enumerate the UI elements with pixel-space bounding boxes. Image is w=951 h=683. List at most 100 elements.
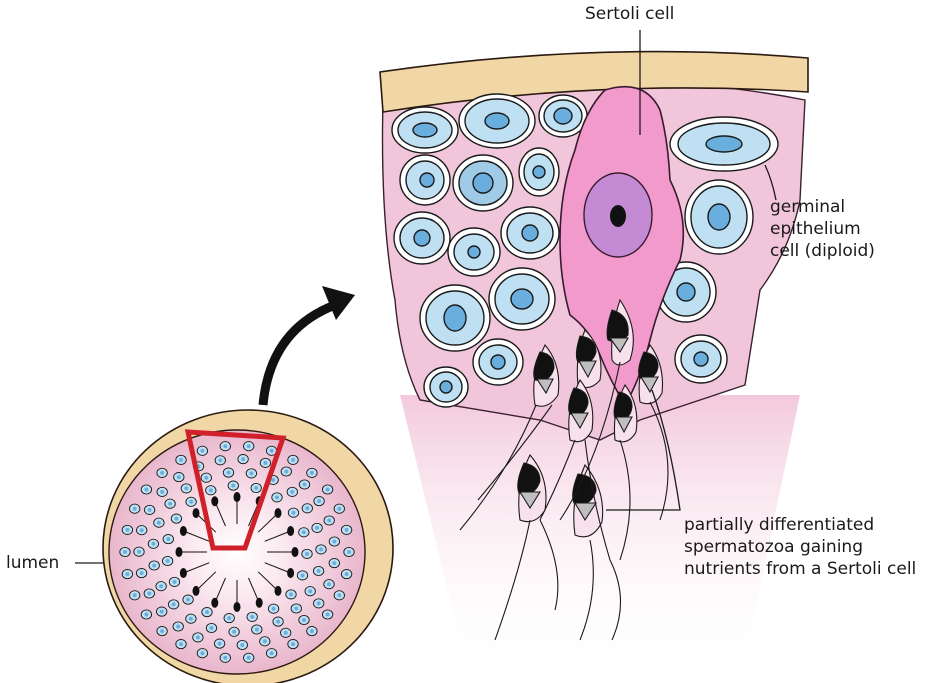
tubule-germ-nucleus	[174, 517, 178, 521]
tubule-germ-nucleus	[302, 530, 306, 534]
tubule-germ-nucleus	[270, 651, 274, 655]
germinal-label-line: cell (diploid)	[770, 240, 875, 262]
tubule-germ-nucleus	[227, 616, 231, 620]
tubule-germ-nucleus	[337, 593, 341, 597]
tubule-germ-nucleus	[209, 488, 213, 492]
tubule-germ-nucleus	[218, 642, 222, 646]
tubule-germ-nucleus	[137, 550, 141, 554]
tubule-germ-nucleus	[160, 471, 164, 475]
tubule-germ-nucleus	[291, 458, 295, 462]
tubule-germ-nucleus	[223, 656, 227, 660]
tubule-germ-nucleus	[272, 607, 276, 611]
germ-cell	[670, 117, 778, 171]
tubule-germ-nucleus	[310, 629, 314, 633]
tubule-germ-nucleus	[347, 550, 351, 554]
tubule-germ-nucleus	[173, 580, 177, 584]
germ-cell	[420, 285, 490, 351]
tubule-germ-nucleus	[326, 488, 330, 492]
spermatozoa-label-line: partially differentiated	[684, 514, 916, 536]
arrowhead-icon	[322, 286, 355, 320]
tubule-germ-nucleus	[294, 607, 298, 611]
tubule-germ-nucleus	[275, 495, 279, 499]
tubule-germ-nucleus	[319, 547, 323, 551]
germinal-label-line: epithelium	[770, 218, 875, 240]
germ-cell	[453, 155, 513, 211]
tubule-germ-nucleus	[200, 449, 204, 453]
tubule-germ-nucleus	[289, 592, 293, 596]
tubule-germ-nucleus	[263, 639, 267, 643]
tubule-germ-nucleus	[140, 528, 144, 532]
tubule-germ-nucleus	[232, 630, 236, 634]
germinal-label-line: germinal	[770, 196, 875, 218]
germ-cell	[459, 94, 535, 148]
tubule-cross-section	[103, 410, 393, 683]
tubule-germ-nucleus	[305, 552, 309, 556]
tubule-germ-nucleus	[123, 550, 127, 554]
tubule-germ-nucleus	[186, 598, 190, 602]
tubule-germ-nucleus	[302, 618, 306, 622]
germ-cell	[519, 148, 559, 196]
tubule-germ-nucleus	[284, 631, 288, 635]
tubule-germ-nucleus	[308, 589, 312, 593]
tubule-germ-nucleus	[327, 519, 331, 523]
tubule-germ-nucleus	[271, 478, 275, 482]
tubule-germ-nucleus	[200, 651, 204, 655]
germ-cell	[424, 367, 468, 407]
germ-cell	[539, 95, 587, 137]
sertoli-nucleolus	[610, 205, 626, 227]
tubule-germ-nucleus	[151, 542, 155, 546]
tubule-germ-nucleus	[249, 471, 253, 475]
tubule-germ-nucleus	[310, 471, 314, 475]
tubule-germ-nucleus	[157, 521, 161, 525]
tubule-germ-nucleus	[177, 475, 181, 479]
germ-cell	[501, 207, 559, 259]
tubule-germ-nucleus	[223, 444, 227, 448]
germ-cell	[394, 212, 450, 264]
tubule-germ-nucleus	[332, 540, 336, 544]
tubule-germ-nucleus	[140, 571, 144, 575]
sertoli-cell-label: Sertoli cell	[585, 3, 674, 25]
tubule-germ-nucleus	[327, 582, 331, 586]
tubule-germ-nucleus	[189, 617, 193, 621]
tubule-germ-nucleus	[317, 499, 321, 503]
tubule-germ-nucleus	[125, 572, 129, 576]
tubule-germ-nucleus	[284, 470, 288, 474]
tubule-germ-nucleus	[255, 628, 259, 632]
tubule-germ-nucleus	[168, 502, 172, 506]
tubule-germ-nucleus	[315, 526, 319, 530]
tubule-germ-nucleus	[160, 610, 164, 614]
tubule-germ-nucleus	[301, 573, 305, 577]
zoom-arrow	[263, 286, 355, 405]
germ-cell	[392, 107, 458, 153]
germ-cell	[685, 180, 753, 254]
tubule-germ-nucleus	[144, 488, 148, 492]
tubule-germ-nucleus	[247, 444, 251, 448]
germ-cell	[400, 155, 450, 205]
germ-cell	[489, 268, 555, 330]
tubule-germ-nucleus	[241, 457, 245, 461]
tubule-germ-nucleus	[176, 625, 180, 629]
tubule-germ-nucleus	[290, 490, 294, 494]
germ-cell	[473, 339, 523, 385]
tubule-germ-nucleus	[159, 584, 163, 588]
tubule-germ-nucleus	[184, 486, 188, 490]
tubule-germ-nucleus	[254, 486, 258, 490]
germinal-cell-label: germinal epithelium cell (diploid)	[770, 196, 875, 262]
tubule-germ-nucleus	[189, 500, 193, 504]
tubule-germ-nucleus	[276, 620, 280, 624]
tubule-epithelium	[109, 430, 365, 674]
spermatozoa-label: partially differentiated spermatozoa gai…	[684, 514, 916, 580]
tubule-germ-nucleus	[240, 643, 244, 647]
germ-cell	[448, 228, 500, 276]
tubule-germ-nucleus	[291, 642, 295, 646]
tubule-germ-nucleus	[144, 613, 148, 617]
tubule-germ-nucleus	[317, 569, 321, 573]
tubule-germ-nucleus	[133, 593, 137, 597]
tubule-germ-nucleus	[337, 507, 341, 511]
tubule-germ-nucleus	[227, 471, 231, 475]
tubule-germ-nucleus	[210, 626, 214, 630]
tubule-germ-nucleus	[147, 592, 151, 596]
tubule-germ-nucleus	[179, 642, 183, 646]
spermatozoa-label-line: nutrients from a Sertoli cell	[684, 558, 916, 580]
